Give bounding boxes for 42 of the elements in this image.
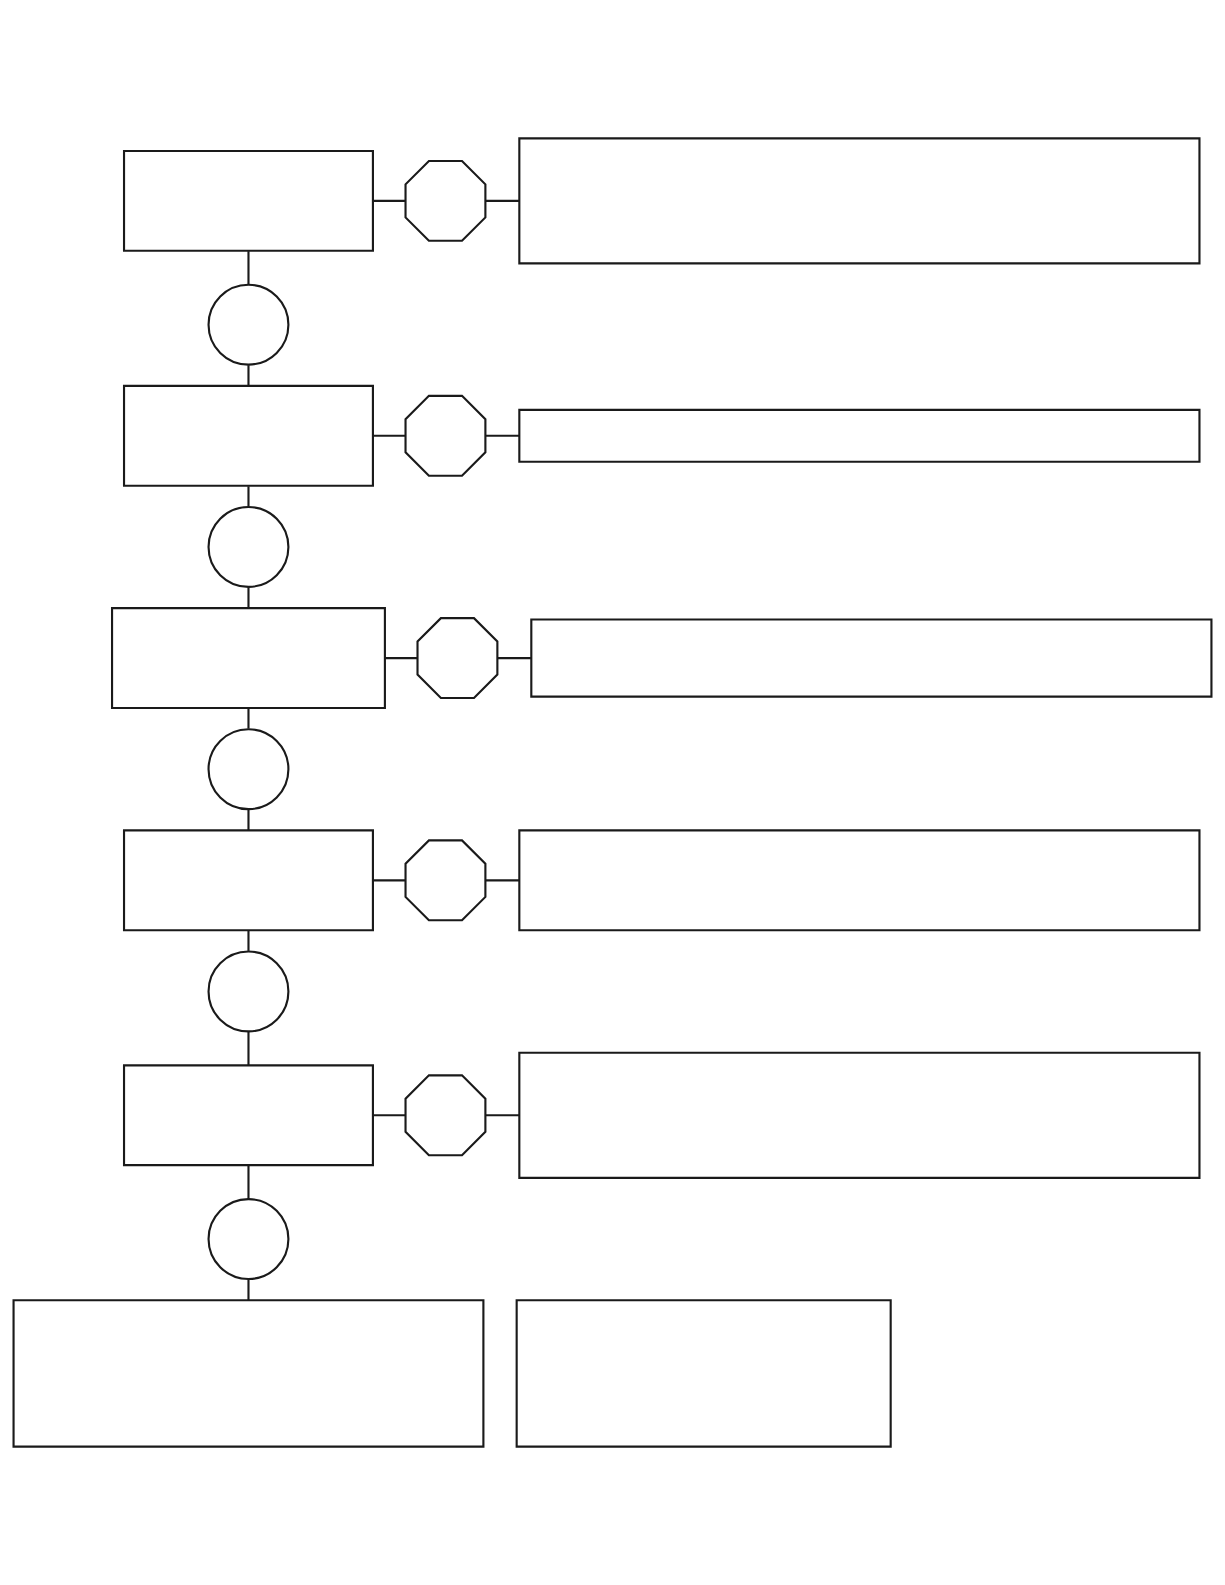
- node-box: [12, 1299, 485, 1448]
- node-box: [122, 384, 374, 487]
- connector: [247, 809, 250, 831]
- connector: [247, 486, 250, 507]
- connector: [247, 587, 250, 608]
- node-box: [111, 607, 386, 710]
- connector: [247, 365, 250, 386]
- connector: [247, 251, 250, 285]
- node-box: [518, 137, 1201, 265]
- node-box: [518, 1051, 1201, 1179]
- node-box: [122, 829, 374, 932]
- connector: [485, 199, 520, 202]
- node-circle: [207, 505, 290, 588]
- connector: [247, 708, 250, 729]
- connector: [485, 1114, 520, 1117]
- connector: [485, 879, 520, 882]
- node-circle: [207, 950, 290, 1033]
- node-octagon: [404, 159, 487, 242]
- node-box: [122, 1064, 374, 1167]
- node-octagon: [416, 617, 499, 700]
- connector: [247, 1031, 250, 1065]
- node-box: [530, 618, 1213, 698]
- node-box: [122, 149, 374, 252]
- connector: [497, 657, 532, 660]
- connector: [247, 1165, 250, 1200]
- connector: [373, 1114, 406, 1117]
- connector: [373, 199, 406, 202]
- connector: [385, 657, 418, 660]
- connector: [247, 930, 250, 951]
- connector: [247, 1279, 250, 1301]
- connector: [373, 434, 406, 437]
- node-circle: [207, 283, 290, 366]
- node-circle: [207, 1198, 290, 1281]
- node-box: [518, 829, 1201, 932]
- node-box: [518, 408, 1201, 463]
- connector: [373, 879, 406, 882]
- connector: [485, 434, 520, 437]
- node-box: [515, 1299, 892, 1448]
- node-octagon: [404, 394, 487, 477]
- node-octagon: [404, 1074, 487, 1157]
- node-circle: [207, 728, 290, 811]
- node-octagon: [404, 839, 487, 922]
